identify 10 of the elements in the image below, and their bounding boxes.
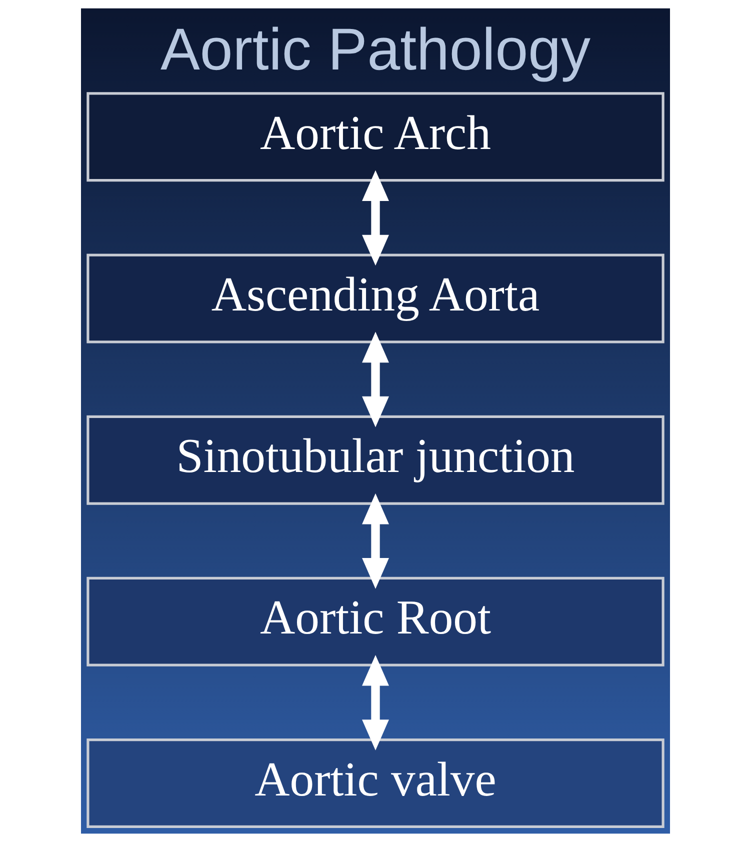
node-box: Ascending Aorta bbox=[86, 254, 664, 344]
arrow bbox=[362, 332, 388, 428]
arrow bbox=[362, 493, 388, 589]
arrow bbox=[362, 170, 388, 266]
node-box: Aortic valve bbox=[86, 738, 664, 828]
node-box: Aortic Root bbox=[86, 576, 664, 666]
node-box: Aortic Arch bbox=[86, 92, 664, 182]
diagram-title: Aortic Pathology bbox=[160, 16, 590, 83]
node-box: Sinotubular junction bbox=[86, 415, 664, 505]
arrow bbox=[362, 654, 388, 750]
